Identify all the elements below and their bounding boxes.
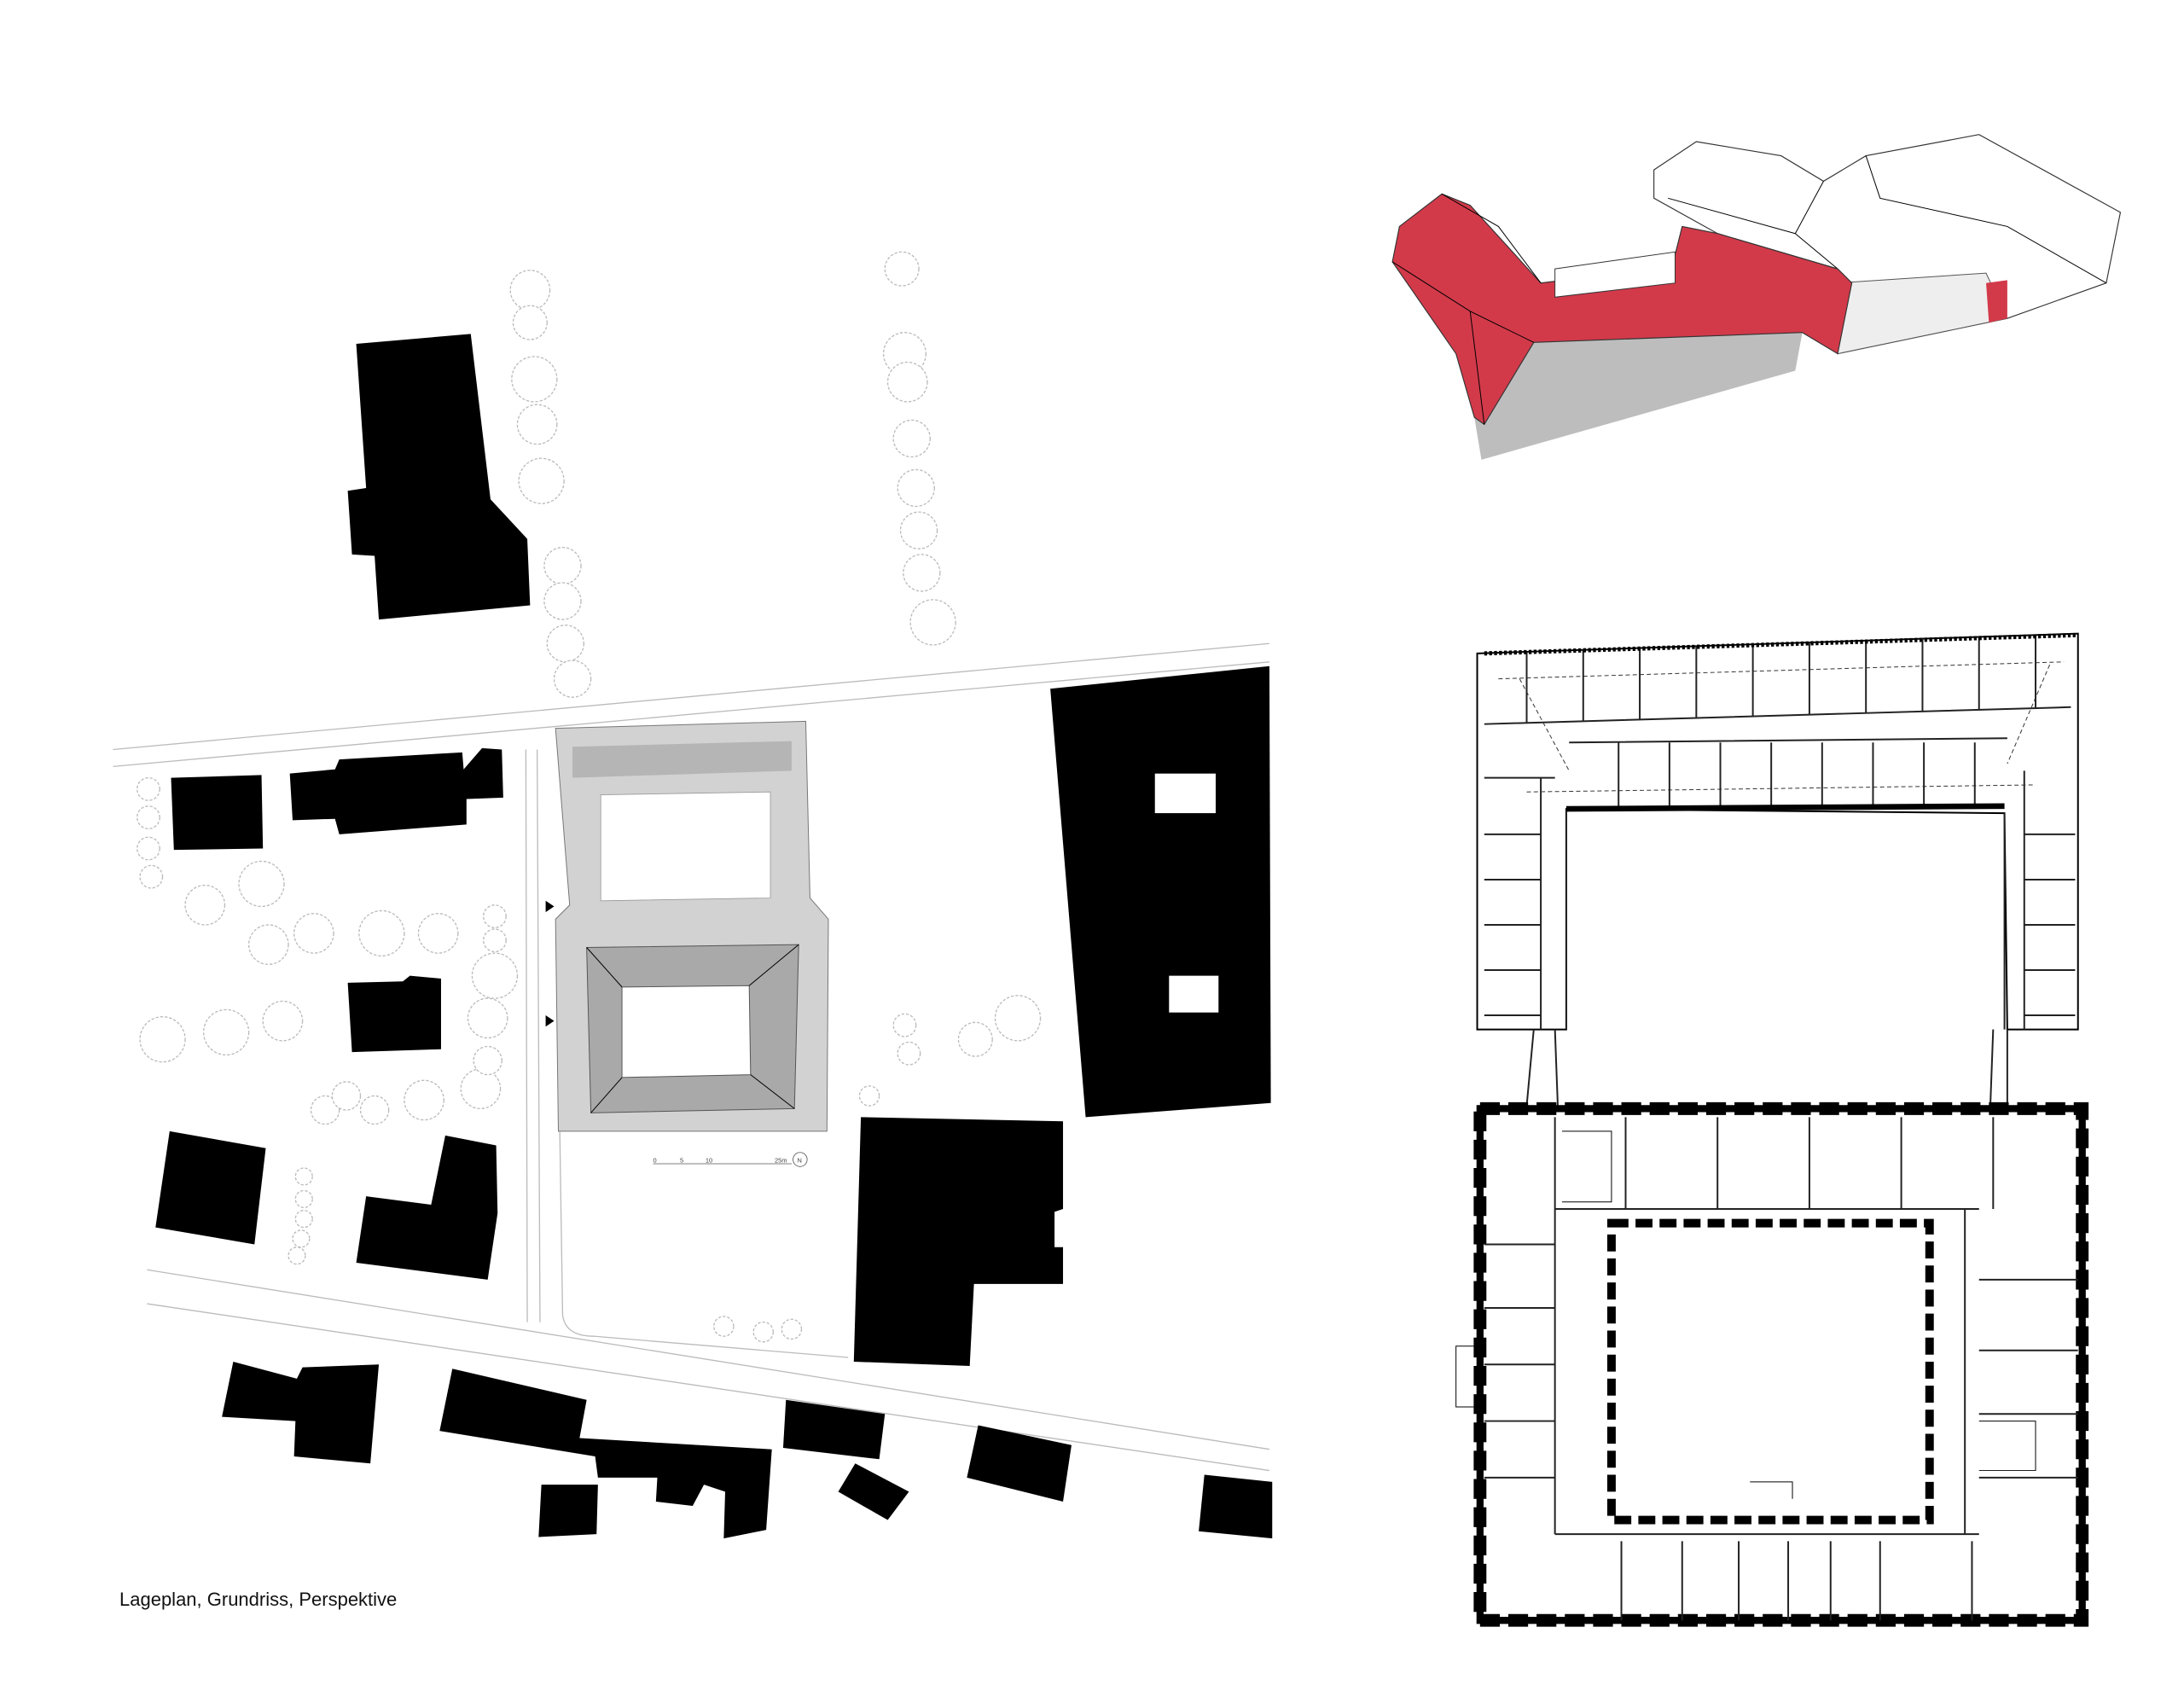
tree-icon	[909, 599, 956, 646]
tree-icon	[546, 625, 584, 663]
tree-icon	[139, 864, 164, 889]
tree-icon	[139, 1016, 186, 1063]
tree-icon	[184, 884, 226, 926]
floor-plan	[1455, 632, 2089, 1627]
tree-icon	[752, 1321, 775, 1343]
tree-icon	[899, 511, 938, 549]
tree-icon	[358, 910, 405, 957]
building	[347, 334, 531, 620]
tree-icon	[293, 913, 334, 954]
project-building-site-plan	[545, 720, 829, 1132]
tree-icon	[483, 904, 507, 928]
entrance-marker	[545, 900, 555, 913]
tree-icon	[483, 928, 507, 953]
tree-icon	[473, 1045, 502, 1076]
tree-icon	[897, 1041, 921, 1066]
entrance-marker	[545, 1015, 555, 1027]
tree-icon	[512, 305, 548, 340]
tree-icon	[202, 1008, 250, 1056]
tree-icon	[858, 1085, 880, 1107]
tree-icon	[892, 1013, 917, 1037]
tree-icon	[417, 913, 459, 954]
tree-icon	[310, 1095, 340, 1125]
building	[155, 1130, 266, 1245]
tree-icon	[518, 457, 565, 504]
courtyard-opening	[1154, 773, 1216, 814]
tree-icon	[543, 582, 582, 620]
neighbouring-buildings	[155, 334, 1273, 1539]
tree-icon	[553, 660, 592, 698]
tree-icon	[136, 836, 160, 861]
tree-icon	[288, 1247, 306, 1265]
tree-icon	[903, 554, 941, 592]
tree-icon	[238, 860, 285, 908]
tree-icon	[247, 924, 289, 966]
scale-bar: 0 5 10 25m N	[653, 1152, 808, 1167]
sheet-caption: Lageplan, Grundriss, Perspektive	[119, 1589, 398, 1610]
building	[1199, 1474, 1273, 1539]
tree-icon	[957, 1021, 993, 1057]
building	[782, 1399, 886, 1460]
tree-icon	[511, 356, 558, 403]
tree-icon	[781, 1318, 803, 1340]
building	[222, 1361, 380, 1464]
north-arrow-icon	[793, 1152, 808, 1167]
tree-icon	[884, 251, 920, 287]
tree-icon	[897, 468, 935, 508]
scale-label: 10	[706, 1156, 712, 1164]
building	[347, 975, 441, 1053]
tree-icon	[331, 1081, 362, 1111]
building	[538, 1485, 598, 1537]
tree-icon	[713, 1316, 735, 1337]
tree-icon	[262, 1000, 304, 1042]
building	[967, 1425, 1072, 1502]
north-label: N	[798, 1156, 802, 1164]
tree-icon	[136, 776, 160, 801]
tree-icon	[292, 1229, 311, 1248]
tree-icon	[886, 361, 928, 403]
building	[1050, 665, 1271, 1118]
scale-label: 0	[653, 1156, 657, 1164]
tree-icon	[509, 270, 551, 311]
courtyard-opening	[1169, 975, 1219, 1013]
building	[853, 1117, 1064, 1366]
tree-icon	[516, 404, 558, 445]
tree-icon	[404, 1079, 444, 1121]
building	[838, 1463, 909, 1520]
site-plan-roads	[113, 642, 1270, 1472]
tree-icon	[294, 1210, 313, 1229]
building	[171, 775, 264, 851]
tree-icon	[994, 995, 1042, 1042]
tree-icon	[892, 419, 931, 458]
tree-icon	[359, 1095, 390, 1125]
scale-label: 5	[680, 1156, 683, 1164]
tree-icon	[294, 1189, 313, 1209]
tree-icon	[294, 1167, 313, 1186]
tree-icon	[543, 546, 582, 585]
site-plan-trees	[136, 251, 1042, 1343]
scale-label: 25m	[775, 1156, 787, 1164]
tree-icon	[460, 1068, 502, 1110]
building	[439, 1369, 772, 1539]
tree-icon	[136, 805, 160, 829]
tree-icon	[471, 952, 519, 999]
tree-icon	[467, 997, 508, 1039]
perspective-view	[1391, 134, 2122, 460]
building	[289, 747, 503, 834]
building	[356, 1135, 498, 1280]
